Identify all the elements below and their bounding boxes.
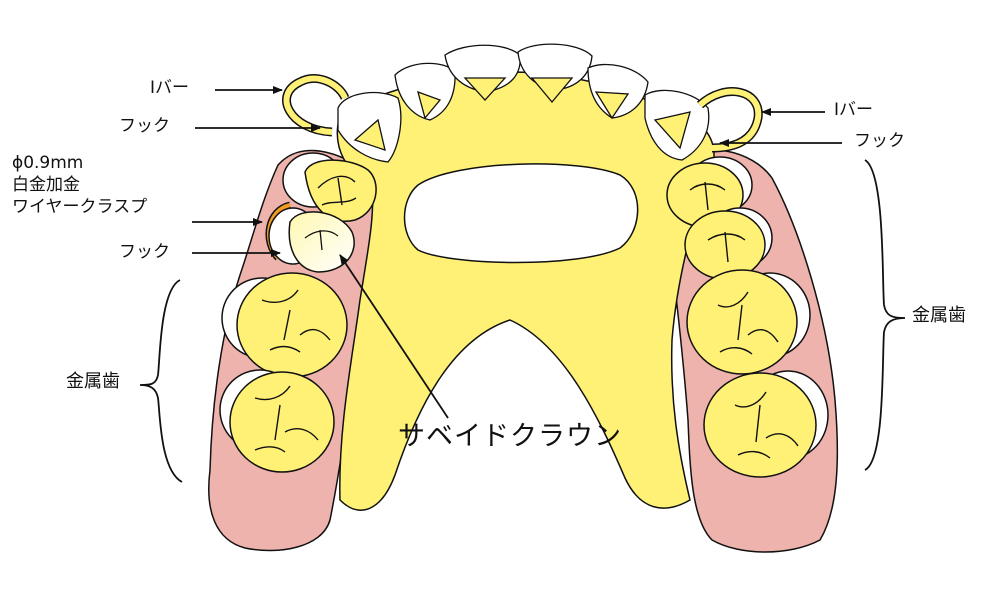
label-wire-clasp-diameter: ϕ0.9mm [12,153,84,173]
label-hook-left-top: フック [119,116,170,136]
label-wire-clasp-material: 白金加金 [12,175,80,195]
left-brace [139,279,183,483]
right-premolars [666,156,773,280]
left-molars [219,272,348,473]
molar [703,372,817,478]
label-metal-teeth-right: 金属歯 [912,305,966,326]
label-hook-right: フック [854,131,905,151]
label-wire-clasp: ϕ0.9mm 白金加金 ワイヤークラスプ [12,152,147,218]
anterior-teeth [337,43,710,163]
molar [236,272,348,378]
label-saved-crown: サベイドクラウン [398,421,622,452]
molar [686,269,798,375]
label-i-bar-right: Iバー [834,100,874,120]
i-bar-right-fill [697,88,762,151]
anterior-tooth [394,62,456,121]
arrow-saved-crown [339,254,449,419]
molar [229,371,335,473]
label-wire-clasp-name: ワイヤークラスプ [12,197,148,217]
label-metal-teeth-left: 金属歯 [66,371,120,392]
anterior-tooth [587,63,649,119]
palate-opening [403,163,639,264]
label-i-bar-left: Iバー [150,78,190,98]
i-bar-left-fill [283,75,348,135]
label-hook-left-bottom: フック [119,242,170,262]
right-molars [686,269,829,478]
premolar [684,210,766,280]
right-brace [864,159,906,471]
